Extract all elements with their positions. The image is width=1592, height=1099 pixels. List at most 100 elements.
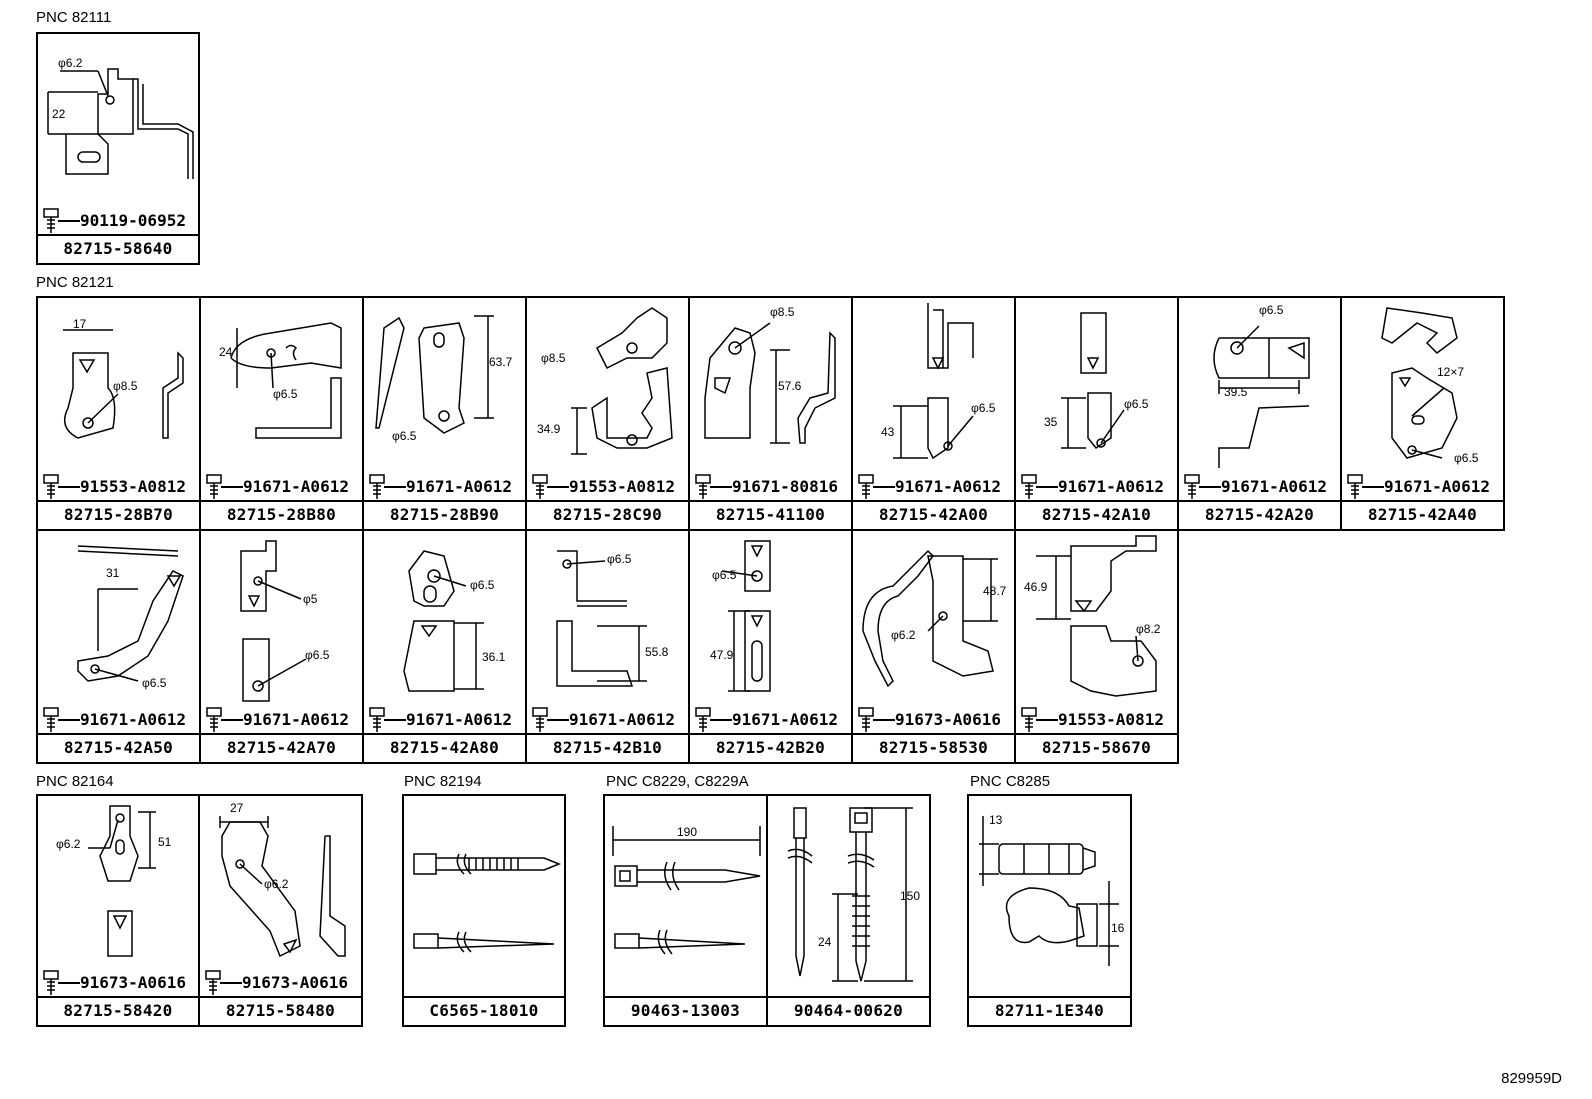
dim-label: φ6.5	[1454, 451, 1479, 465]
dim-label: φ5	[303, 592, 318, 606]
bolt-icon	[695, 707, 711, 732]
dim-label: φ6.2	[56, 837, 81, 851]
dim-label: 190	[677, 825, 697, 839]
part-number[interactable]: 82715-42A40	[1342, 500, 1503, 529]
bolt-callout: 91671-A0612	[529, 707, 690, 733]
bracket-drawing: φ6.536.1	[403, 550, 506, 692]
part-number[interactable]: 82715-28B90	[364, 500, 525, 529]
bolt-part-number: 91671-A0612	[80, 710, 186, 729]
bolt-part-number: 91671-80816	[732, 477, 838, 496]
bolt-callout: 91673-A0616	[855, 707, 1016, 733]
part-number[interactable]: 82715-42A80	[364, 733, 525, 762]
bracket-drawing: 63.7φ6.5	[375, 315, 513, 443]
part-number[interactable]: 82715-28B80	[201, 500, 362, 529]
part-number[interactable]: 82715-42A20	[1179, 500, 1340, 529]
part-cell[interactable]: φ6.5 39.5 91671-A0612 82715-42A20	[1177, 296, 1342, 531]
dim-label: 63.7	[489, 355, 513, 369]
dim-label: 12×7	[1437, 365, 1464, 379]
part-number[interactable]: 90464-00620	[768, 996, 929, 1025]
cable-tie-drawing: 190	[612, 825, 761, 955]
part-number[interactable]: 82715-42A70	[201, 733, 362, 762]
bolt-icon	[43, 707, 59, 732]
bolt-callout: 90119-06952	[40, 208, 200, 234]
dim-label: 57.6	[778, 379, 802, 393]
bolt-callout: 91671-A0612	[1181, 474, 1342, 500]
part-number[interactable]: 82715-42A50	[38, 733, 199, 762]
bolt-part-number: 91671-A0612	[569, 710, 675, 729]
bolt-callout: 91553-A0812	[529, 474, 690, 500]
part-cell[interactable]: 190 90463-13003	[603, 794, 768, 1027]
dim-label: 22	[52, 107, 66, 121]
bolt-icon	[1347, 474, 1363, 499]
clamp-drawing: 13 16	[979, 813, 1125, 966]
part-number[interactable]: 82715-28B70	[38, 500, 199, 529]
dim-label: 51	[158, 835, 172, 849]
bracket-drawing: φ6.5 39.5	[1213, 303, 1310, 468]
dim-label: φ8.5	[113, 379, 138, 393]
part-number[interactable]: 82715-58670	[1016, 733, 1177, 762]
bolt-part-number: 91671-A0612	[243, 710, 349, 729]
bolt-callout: 91673-A0616	[40, 970, 200, 996]
pnc-label-82111: PNC 82111	[36, 9, 112, 26]
dim-label: φ6.5	[607, 552, 632, 566]
part-cell[interactable]: 150 24 90464-00620	[766, 794, 931, 1027]
part-cell[interactable]: φ6.2 22 90119-06952 82715-58640	[36, 32, 200, 265]
dim-label: φ8.5	[541, 351, 566, 365]
dim-label: φ6.5	[1259, 303, 1284, 317]
dim-label: 46.9	[1024, 580, 1048, 594]
bolt-part-number: 91671-A0612	[406, 477, 512, 496]
part-number[interactable]: 82715-42A00	[853, 500, 1014, 529]
dim-label: 39.5	[1224, 385, 1248, 399]
part-cell[interactable]: 27 φ6.2 91673-A0616 82715-58480	[198, 794, 363, 1027]
bolt-icon	[43, 474, 59, 499]
part-cell[interactable]: 13 16 82711-1E340	[967, 794, 1132, 1027]
part-number[interactable]: 82715-58640	[38, 234, 198, 263]
part-number[interactable]: 82715-41100	[690, 500, 851, 529]
part-number[interactable]: 82715-42B20	[690, 733, 851, 762]
bracket-drawing: 27 φ6.2	[219, 801, 346, 958]
part-number[interactable]: 90463-13003	[605, 996, 766, 1025]
bolt-icon	[369, 707, 385, 732]
dim-label: 36.1	[482, 650, 506, 664]
part-cell[interactable]: C6565-18010	[402, 794, 566, 1027]
bolt-part-number: 91671-A0612	[1221, 477, 1327, 496]
part-number[interactable]: 82715-58530	[853, 733, 1014, 762]
dim-label: 27	[230, 801, 244, 815]
part-number[interactable]: 82715-42A10	[1016, 500, 1177, 529]
bolt-icon	[695, 474, 711, 499]
part-cell[interactable]: φ6.2 51 91673-A0616 82715-58420	[36, 794, 200, 1027]
bolt-part-number: 91671-A0612	[895, 477, 1001, 496]
dim-label: φ6.5	[142, 676, 167, 690]
pnc-label-82194: PNC 82194	[404, 773, 482, 790]
bolt-callout: 91553-A0812	[1018, 707, 1179, 733]
part-number[interactable]: C6565-18010	[404, 996, 564, 1025]
bolt-callout: 91671-A0612	[203, 474, 364, 500]
bolt-callout: 91671-A0612	[692, 707, 853, 733]
bolt-callout: 91671-A0612	[366, 474, 527, 500]
part-number[interactable]: 82715-58480	[200, 996, 361, 1025]
part-number[interactable]: 82715-28C90	[527, 500, 688, 529]
part-number[interactable]: 82711-1E340	[969, 996, 1130, 1025]
diagram-id: 829959D	[1501, 1070, 1562, 1087]
bolt-part-number: 91553-A0812	[80, 477, 186, 496]
bolt-part-number: 91553-A0812	[569, 477, 675, 496]
part-number[interactable]: 82715-42B10	[527, 733, 688, 762]
part-number[interactable]: 82715-58420	[38, 996, 198, 1025]
pnc-label-82121: PNC 82121	[36, 274, 114, 291]
